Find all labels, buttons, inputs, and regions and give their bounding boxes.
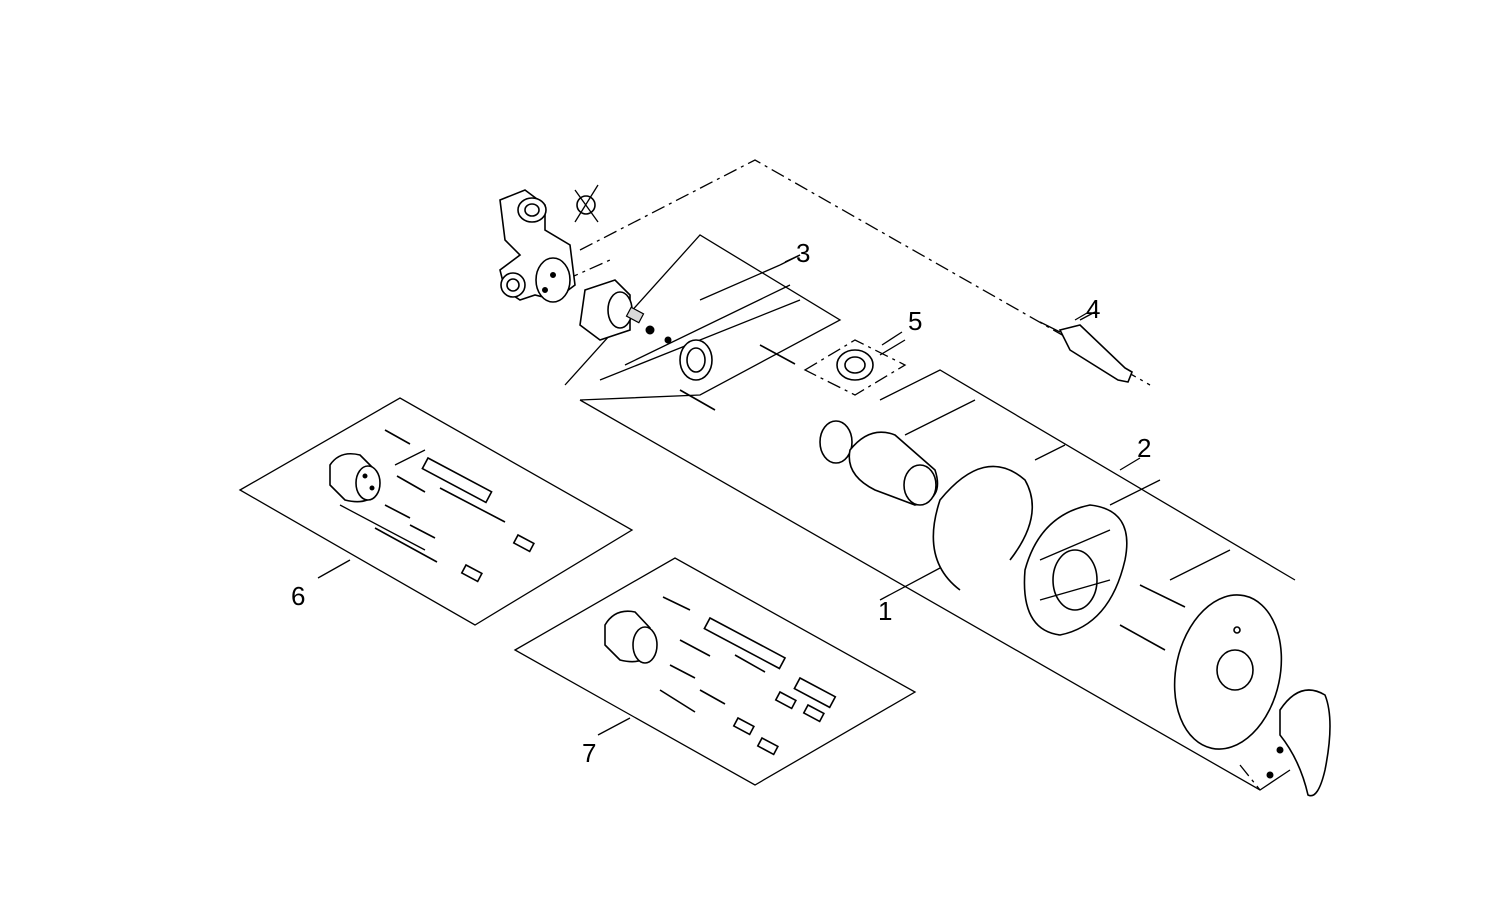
o-ring [819, 420, 853, 464]
split-ring [932, 465, 1033, 591]
callout-2: 2 [1137, 433, 1151, 463]
part-4-stem [1039, 311, 1134, 383]
retaining-nut [679, 339, 713, 381]
callout-5: 5 [908, 306, 922, 336]
cartridge [579, 279, 672, 344]
kit-3-screws [679, 344, 796, 411]
kit-6-contents [329, 429, 535, 583]
valve-body [499, 189, 576, 303]
leader-lines [317, 254, 1141, 736]
callout-1: 1 [878, 596, 892, 626]
escutcheon [1173, 594, 1283, 750]
callout-7: 7 [582, 738, 596, 768]
mounting-plate [1023, 504, 1128, 636]
kit-7-frame [513, 557, 917, 786]
escutcheon-screws [1119, 584, 1186, 651]
crossed-plug-icon [574, 184, 599, 223]
part-5-cap [803, 339, 907, 396]
kit-7-contents [604, 596, 837, 756]
lever-handle [1266, 689, 1331, 797]
trim-frame [579, 369, 1296, 791]
callout-3: 3 [796, 238, 810, 268]
sleeve [848, 431, 939, 506]
callout-4: 4 [1086, 294, 1100, 324]
kit-3-frame [564, 234, 842, 401]
kit-6-frame [238, 397, 634, 626]
callout-6: 6 [291, 581, 305, 611]
